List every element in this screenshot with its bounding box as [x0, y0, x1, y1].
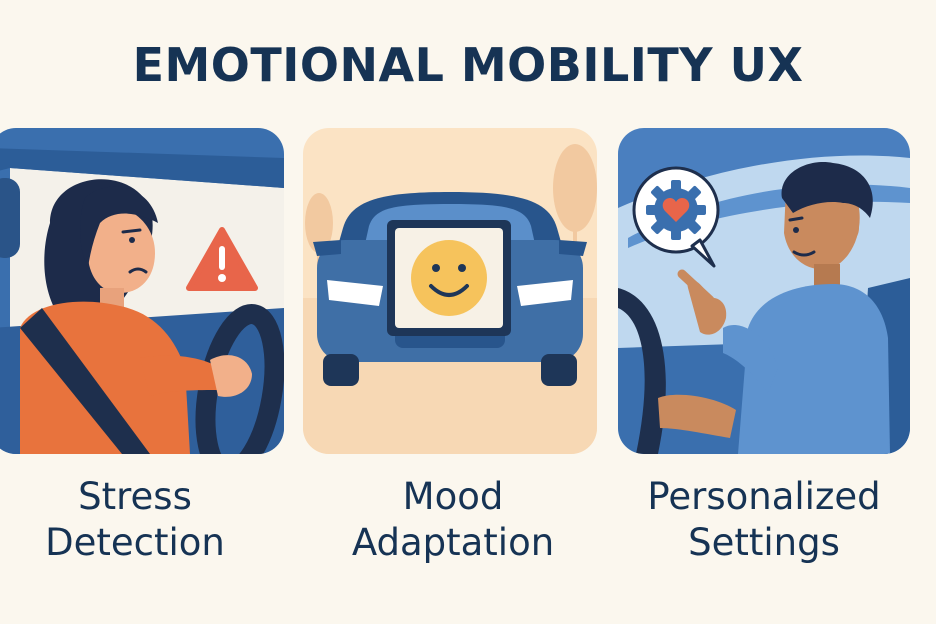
- caption-line: Mood: [402, 475, 504, 518]
- caption-line: Stress: [78, 475, 192, 518]
- stress-detection-illustration: [0, 128, 284, 454]
- personalized-settings-illustration: [618, 128, 910, 454]
- feature-caption-personalized-settings: Personalized Settings: [614, 474, 914, 566]
- smiley-icon: [411, 240, 487, 316]
- gear-heart-icon: [632, 166, 720, 268]
- caption-line: Detection: [45, 521, 225, 564]
- caption-line: Adaptation: [351, 521, 555, 564]
- caption-line: Personalized: [647, 475, 881, 518]
- feature-caption-mood-adaptation: Mood Adaptation: [303, 474, 603, 566]
- warning-icon: [186, 227, 258, 291]
- caption-line: Settings: [688, 521, 840, 564]
- mood-adaptation-illustration: [303, 128, 597, 454]
- feature-caption-stress-detection: Stress Detection: [0, 474, 285, 566]
- page-title: EMOTIONAL MOBILITY UX: [132, 38, 804, 92]
